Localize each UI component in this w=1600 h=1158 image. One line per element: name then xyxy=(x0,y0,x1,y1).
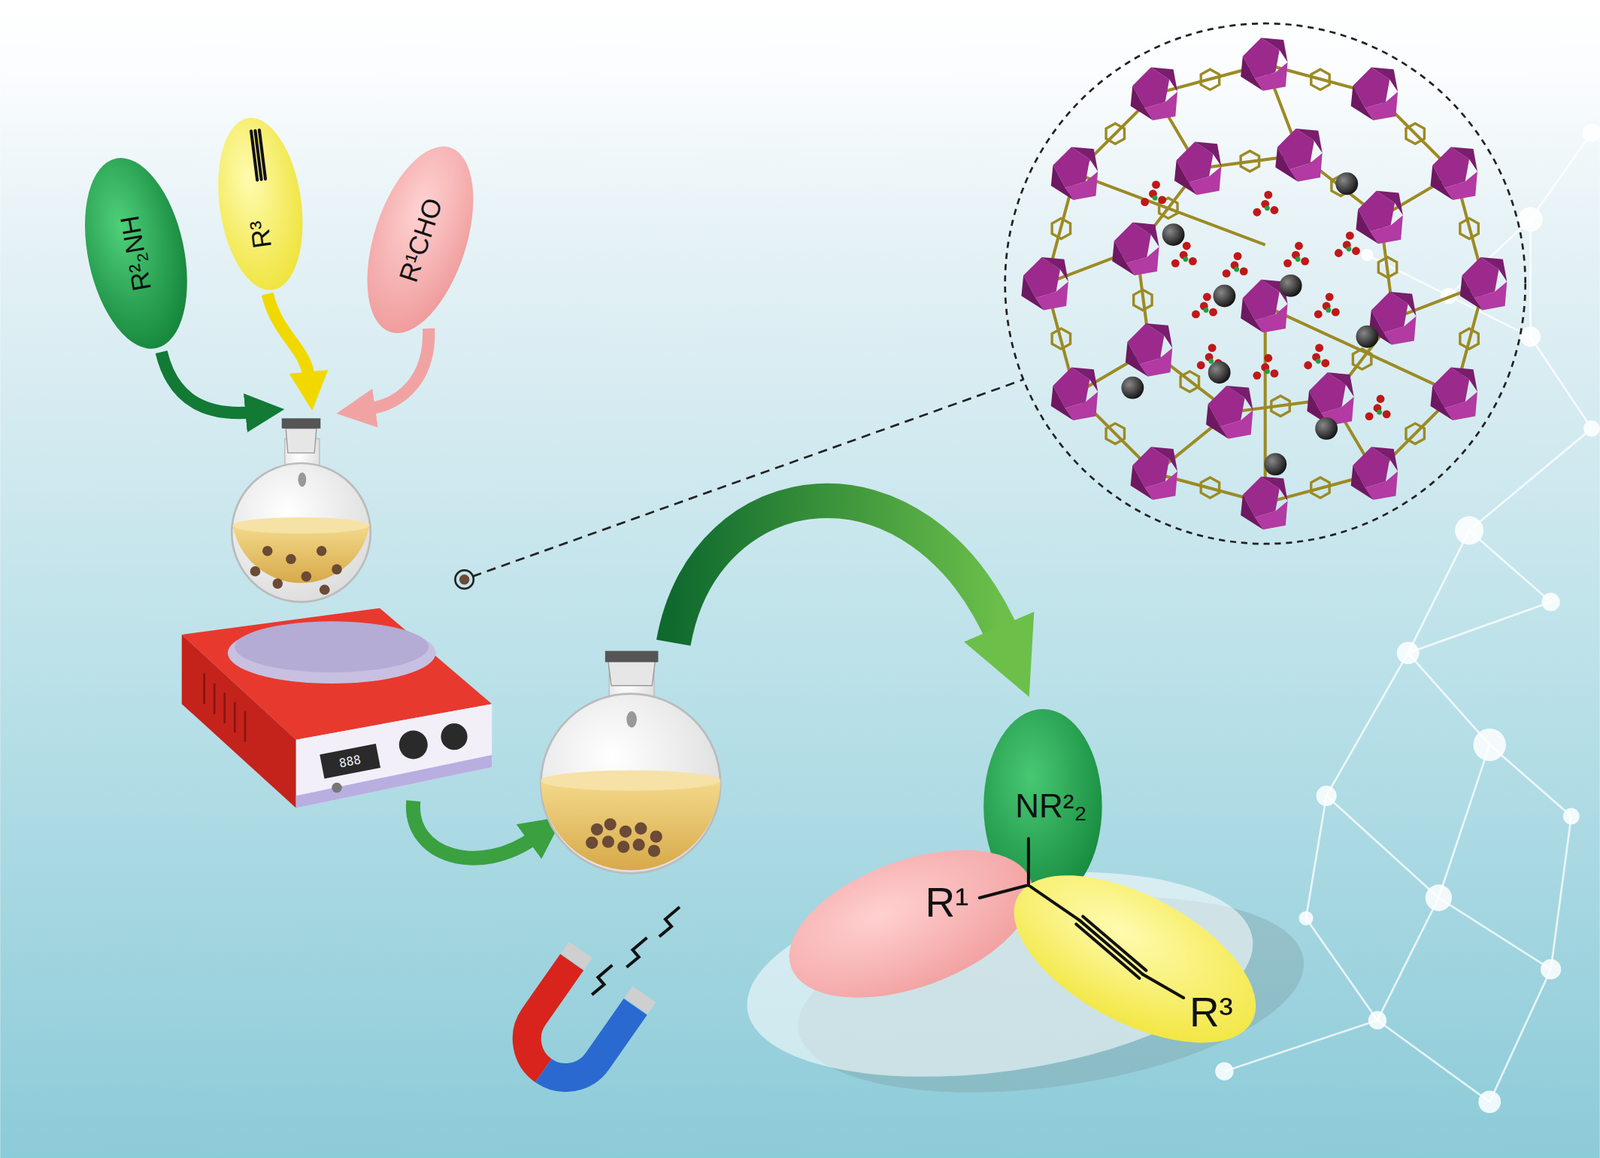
ellipse-shape xyxy=(780,820,1042,1027)
ellipse-outline xyxy=(780,793,1042,1055)
group-label: NR²₂ xyxy=(1015,789,1087,823)
ellipse-shape xyxy=(68,153,203,354)
aldehyde-ellipse: R¹CHO xyxy=(320,139,521,340)
group-label: R³ xyxy=(245,218,276,250)
group-label: R¹ xyxy=(924,882,969,925)
group-label: R³ xyxy=(1189,991,1234,1034)
ellipse-shape xyxy=(207,114,313,294)
r1-group-ellipse: R¹ xyxy=(780,793,1042,1055)
ellipse-shape xyxy=(346,139,494,340)
amine-ellipse: R²₂NH xyxy=(36,153,237,354)
ellipse-shape xyxy=(999,841,1271,1078)
